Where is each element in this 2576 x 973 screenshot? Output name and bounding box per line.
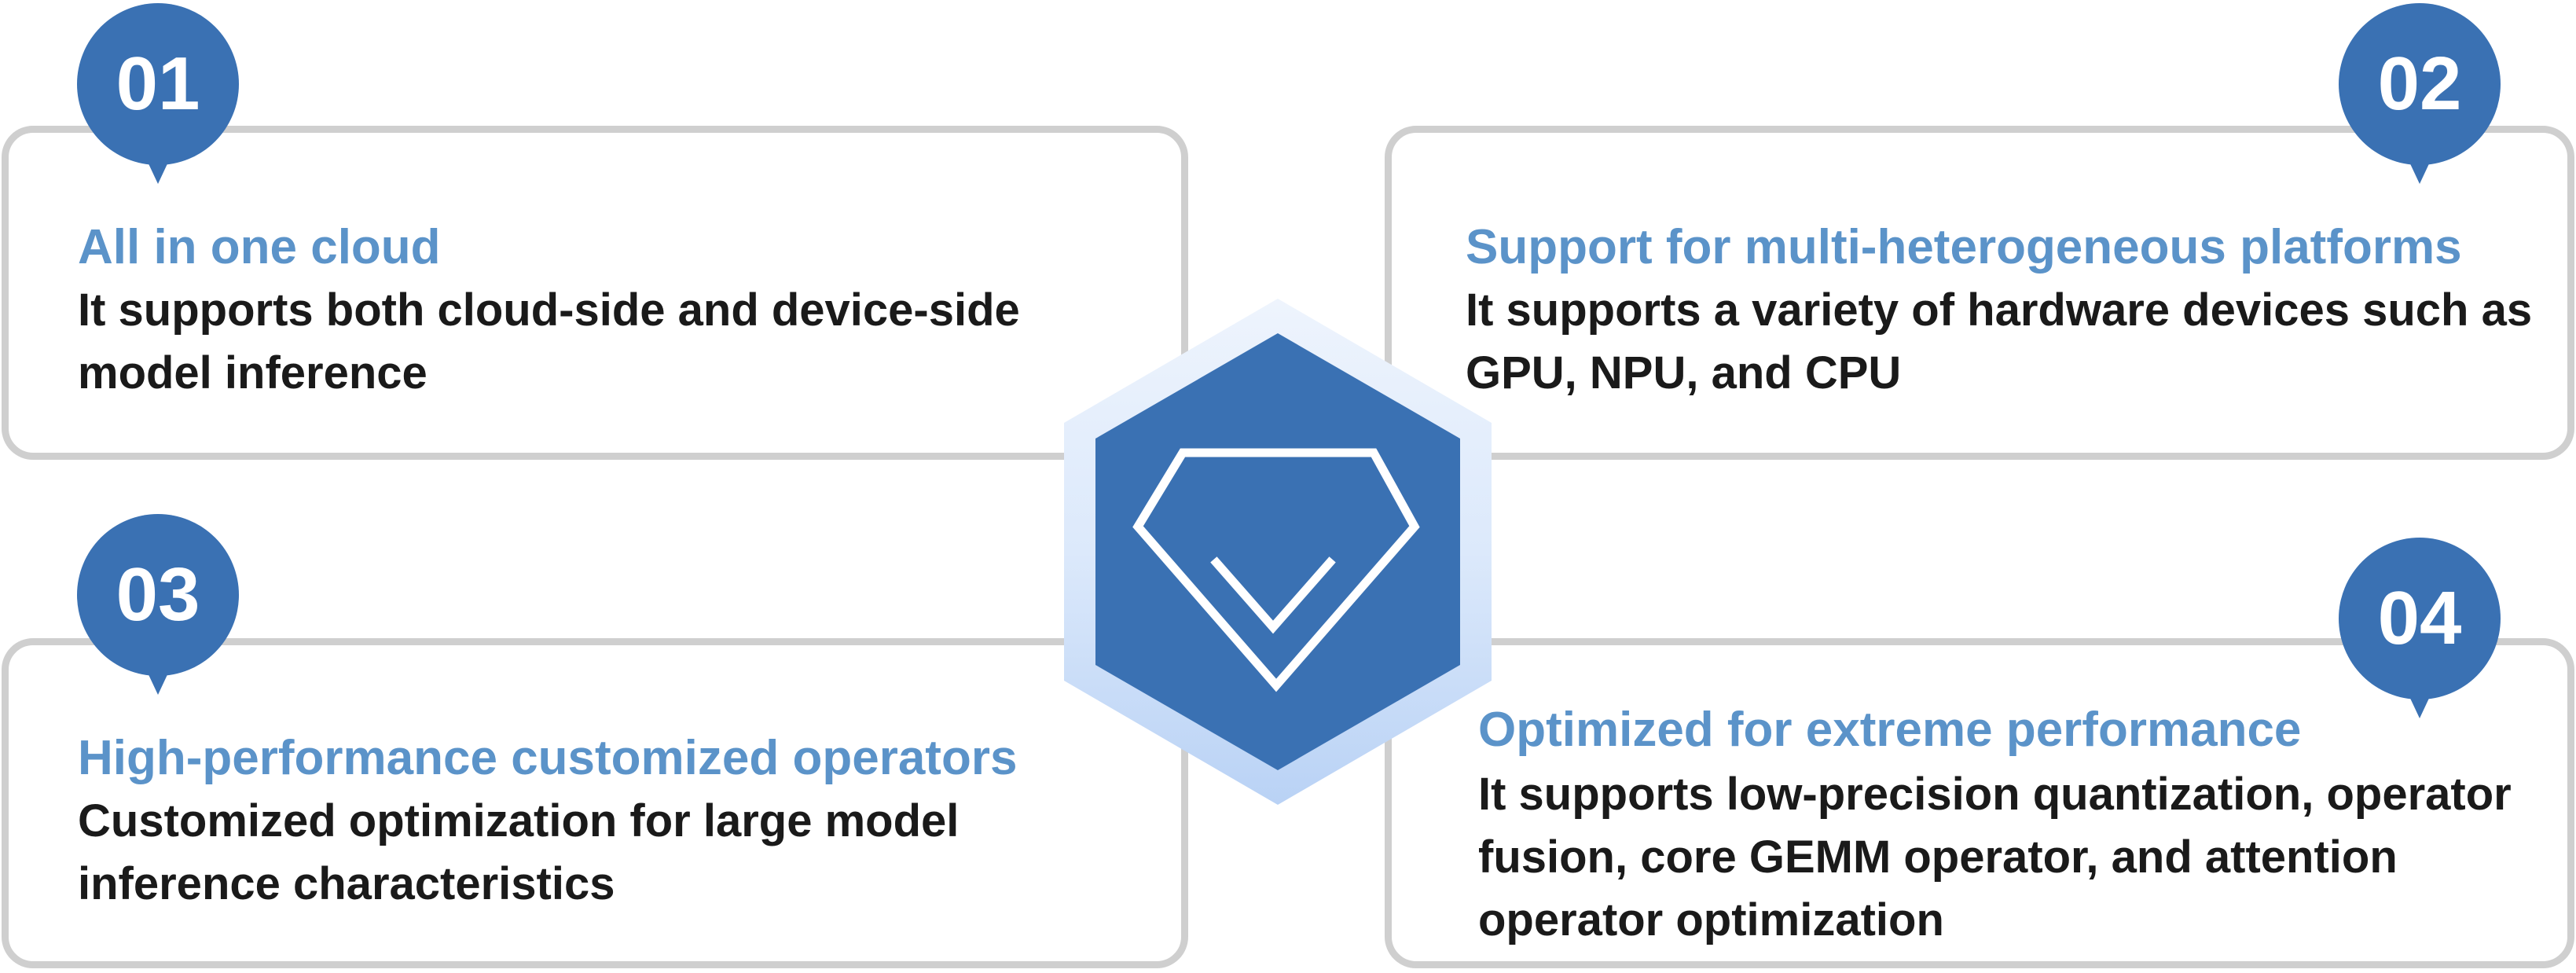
number-badge-3: 03: [75, 512, 240, 696]
feature-card-2: Support for multi-heterogeneous platform…: [1385, 126, 2574, 460]
badge-number-3: 03: [116, 553, 200, 637]
feature-title-3: High-performance customized operators: [78, 731, 1018, 785]
badge-number-1: 01: [116, 42, 200, 126]
feature-title-1: All in one cloud: [78, 220, 441, 274]
number-badge-4: 04: [2337, 536, 2502, 720]
diamond-check-icon: [1064, 299, 1492, 805]
pin-badge-icon: [2339, 538, 2501, 718]
feature-description-2: It supports a variety of hardware device…: [1466, 285, 2533, 398]
feature-description-1: It supports both cloud-side and device-s…: [78, 285, 1020, 398]
number-badge-1: 01: [75, 2, 240, 185]
feature-card-4: Optimized for extreme performance It sup…: [1385, 638, 2574, 968]
badge-number-4: 04: [2377, 576, 2462, 660]
center-hexagon-emblem: [1062, 297, 1493, 806]
pin-badge-icon: [2339, 3, 2501, 184]
badge-number-2: 02: [2377, 42, 2462, 126]
feature-description-3: Customized optimization for large model …: [78, 795, 960, 909]
pin-badge-icon: [77, 3, 239, 184]
hexagon-inner: [1095, 333, 1460, 770]
feature-description-4: It supports low-precision quantization, …: [1478, 769, 2512, 945]
feature-card-3: High-performance customized operators Cu…: [2, 638, 1188, 968]
feature-title-2: Support for multi-heterogeneous platform…: [1466, 220, 2462, 274]
number-badge-2: 02: [2337, 2, 2502, 185]
feature-card-1: All in one cloud It supports both cloud-…: [2, 126, 1188, 460]
diamond-outline: [1132, 448, 1420, 692]
checkmark: [1210, 556, 1336, 634]
pin-badge-icon: [77, 514, 239, 695]
feature-title-4: Optimized for extreme performance: [1478, 703, 2302, 757]
